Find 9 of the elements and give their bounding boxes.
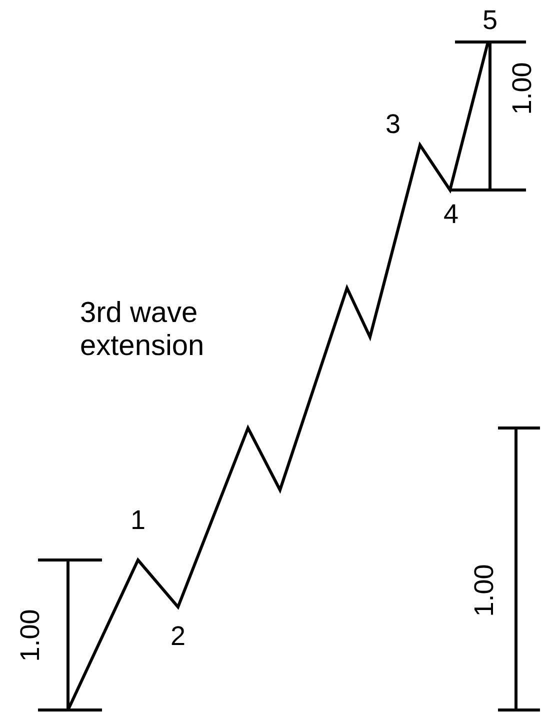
wave-number: 4 — [444, 198, 459, 230]
dimension-label: 1.00 — [14, 608, 46, 662]
dimension-label: 1.00 — [506, 62, 538, 114]
wave-number: 1 — [130, 504, 146, 536]
annotation-text: 3rd wave extension — [80, 296, 206, 364]
dimension-label: 1.00 — [468, 564, 500, 616]
wave-number: 2 — [170, 620, 186, 652]
wave-number: 5 — [482, 4, 498, 36]
wave-number: 3 — [386, 108, 401, 140]
